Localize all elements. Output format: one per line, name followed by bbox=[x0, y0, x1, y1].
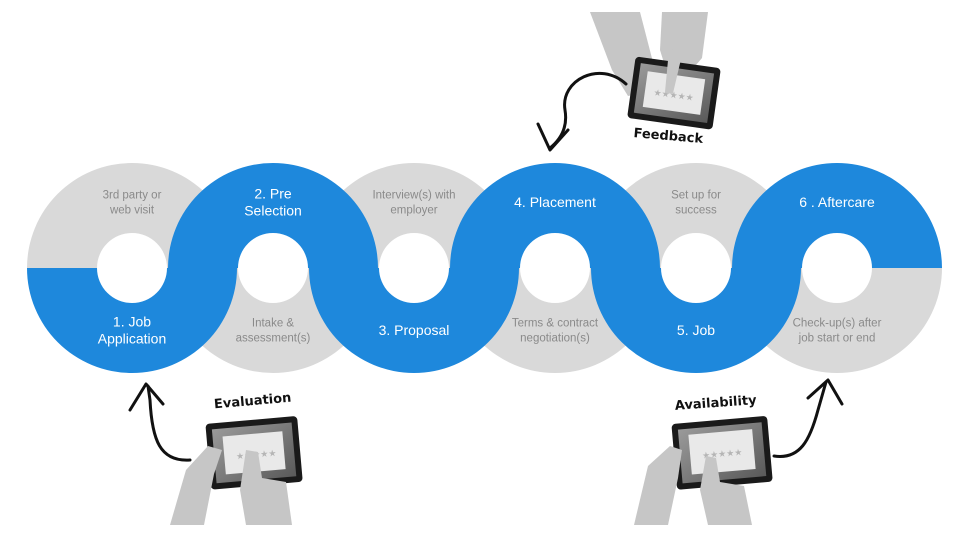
ring-blue-half-step-6 bbox=[732, 163, 942, 268]
tablet-rating-icon: ★★★★★ bbox=[671, 416, 773, 490]
hand-icon bbox=[634, 446, 752, 525]
step-substep-label: Intake & bbox=[252, 318, 295, 330]
step-substep-label: success bbox=[675, 205, 717, 217]
arrowhead-evaluation bbox=[128, 382, 165, 412]
step-label: 1. Job bbox=[113, 314, 151, 330]
arrowhead-availability bbox=[806, 378, 844, 406]
touchpoint-label-feedback: Feedback bbox=[633, 126, 704, 147]
hand-icon bbox=[170, 446, 292, 525]
step-substep-label: 3rd party or bbox=[103, 190, 162, 202]
touchpoint-label-evaluation: Evaluation bbox=[213, 391, 291, 413]
step-substep-label: negotiation(s) bbox=[520, 333, 590, 345]
step-label: 3. Proposal bbox=[379, 322, 450, 338]
touchpoint-evaluation: Evaluation ★★★★★ bbox=[128, 382, 303, 525]
step-substep-label: Set up for bbox=[671, 190, 721, 202]
step-label: Selection bbox=[244, 203, 302, 219]
step-label: 2. Pre bbox=[254, 186, 292, 202]
step-substep-label: assessment(s) bbox=[236, 333, 311, 345]
touchpoint-feedback: ★★★★★ Feedback bbox=[536, 12, 721, 152]
tablet-rating-icon: ★★★★★ bbox=[627, 48, 721, 130]
step-label: Application bbox=[98, 331, 167, 347]
step-substep-label: web visit bbox=[109, 205, 155, 217]
ring-blue-half-step-1 bbox=[27, 268, 237, 373]
arrow-evaluation bbox=[146, 384, 192, 462]
rings-blue-layer bbox=[27, 163, 942, 373]
step-label: 4. Placement bbox=[514, 194, 596, 210]
arrowhead-feedback bbox=[536, 122, 570, 152]
step-substep-label: employer bbox=[390, 205, 437, 217]
step-label: 5. Job bbox=[677, 322, 715, 338]
touchpoint-availability: Availability ★★★★★ bbox=[634, 378, 844, 525]
step-substep-label: Terms & contract bbox=[512, 318, 599, 330]
ring-blue-half-step-3 bbox=[309, 268, 519, 373]
step-substep-label: Interview(s) with bbox=[372, 190, 455, 202]
ring-blue-half-step-4 bbox=[450, 163, 660, 268]
touchpoint-label-availability: Availability bbox=[674, 393, 757, 414]
step-substep-label: job start or end bbox=[798, 333, 876, 345]
step-substep-label: Check-up(s) after bbox=[793, 318, 882, 330]
step-label: 6 . Aftercare bbox=[799, 194, 875, 210]
ring-blue-half-step-5 bbox=[591, 268, 801, 373]
ring-blue-half-step-2 bbox=[168, 163, 378, 268]
arrow-availability bbox=[772, 380, 828, 458]
